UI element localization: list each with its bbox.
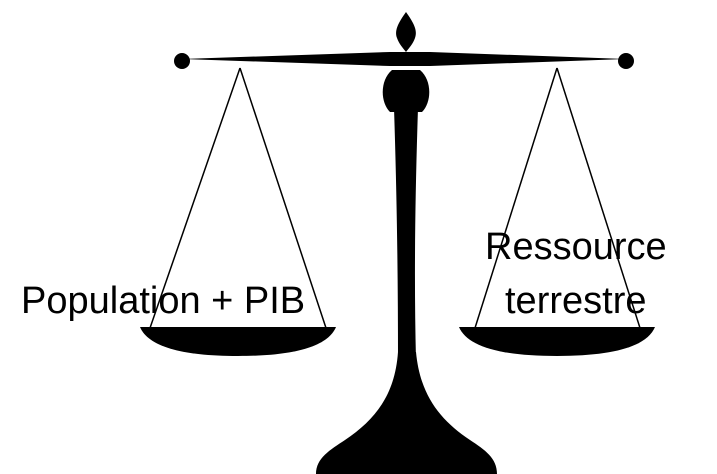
scale-beam: [182, 52, 626, 66]
left-chain-inner: [239, 67, 327, 329]
left-pan: [140, 327, 336, 356]
left-chain-outer: [149, 67, 241, 329]
right-chain-inner: [556, 67, 641, 329]
right-pan-label-line1: Ressource: [485, 226, 667, 268]
right-pan: [459, 327, 655, 356]
beam-end-right: [618, 53, 634, 69]
right-pan-label-line2: terrestre: [505, 280, 647, 322]
scale-finial: [396, 12, 416, 52]
scale-base: [316, 352, 497, 474]
scale-column: [394, 108, 418, 360]
left-pan-label: Population + PIB: [21, 280, 306, 322]
scale-knob: [382, 70, 430, 112]
beam-end-left: [174, 53, 190, 69]
right-chain-outer: [474, 67, 558, 329]
